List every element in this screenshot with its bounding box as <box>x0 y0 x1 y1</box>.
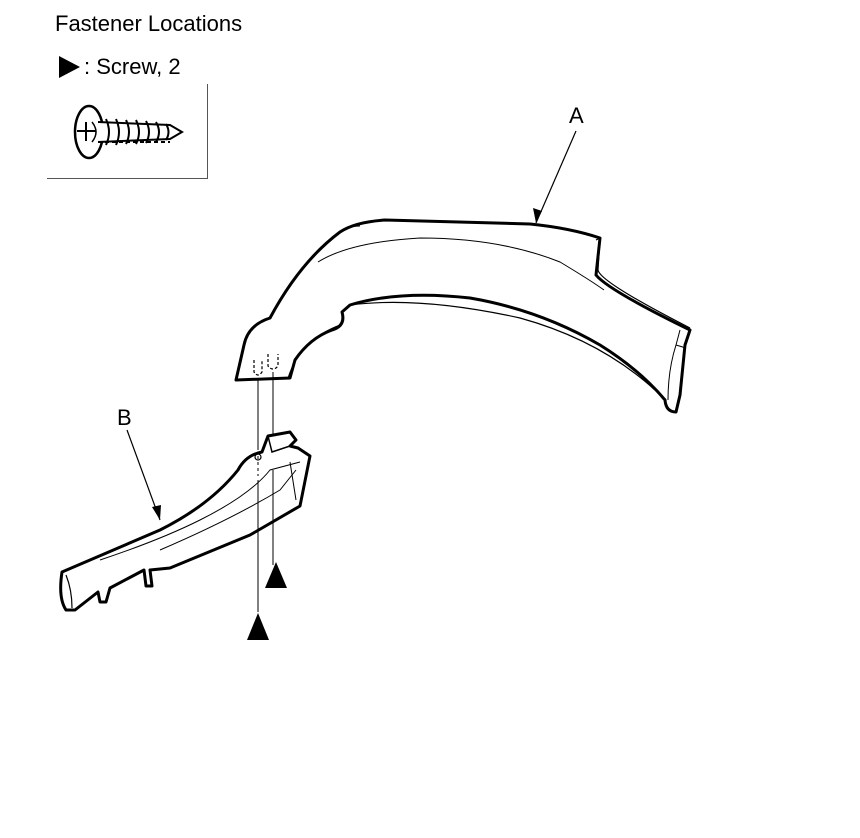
callout-a: A <box>569 103 584 128</box>
fastener-guide-lines <box>257 372 274 612</box>
screw-marker-1 <box>265 562 287 588</box>
part-b-trim-panel <box>59 430 312 612</box>
screw-marker-2 <box>247 613 269 640</box>
legend-label: : Screw, 2 <box>84 54 181 79</box>
screw-triangle-icon <box>59 56 80 78</box>
fastener-legend: : Screw, 2 <box>56 53 181 81</box>
leader-line-a <box>535 130 577 224</box>
leader-arrow-b <box>152 505 161 520</box>
legend-frame <box>47 84 208 179</box>
leader-line-b <box>126 429 161 521</box>
page-title: Fastener Locations <box>55 11 243 36</box>
screw-icon <box>73 104 184 160</box>
callout-b: B <box>117 405 132 430</box>
part-a-trim-panel <box>234 218 692 414</box>
leader-arrow-a <box>533 208 542 223</box>
